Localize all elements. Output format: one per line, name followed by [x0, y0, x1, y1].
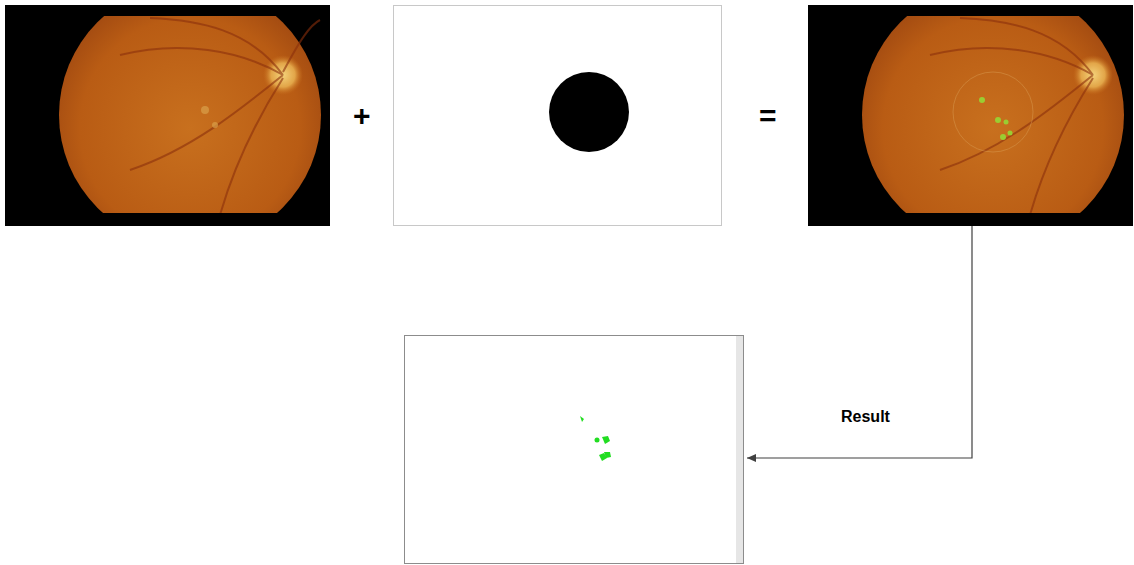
masked-fundus-image: [808, 0, 1133, 246]
mask-image: [394, 6, 722, 226]
equals-sign: =: [759, 101, 777, 131]
plus-sign: +: [353, 101, 371, 131]
step-label: Result: [841, 409, 890, 425]
result-connector: [747, 226, 972, 458]
result-image: [405, 336, 744, 564]
fundus-image: [5, 0, 330, 246]
